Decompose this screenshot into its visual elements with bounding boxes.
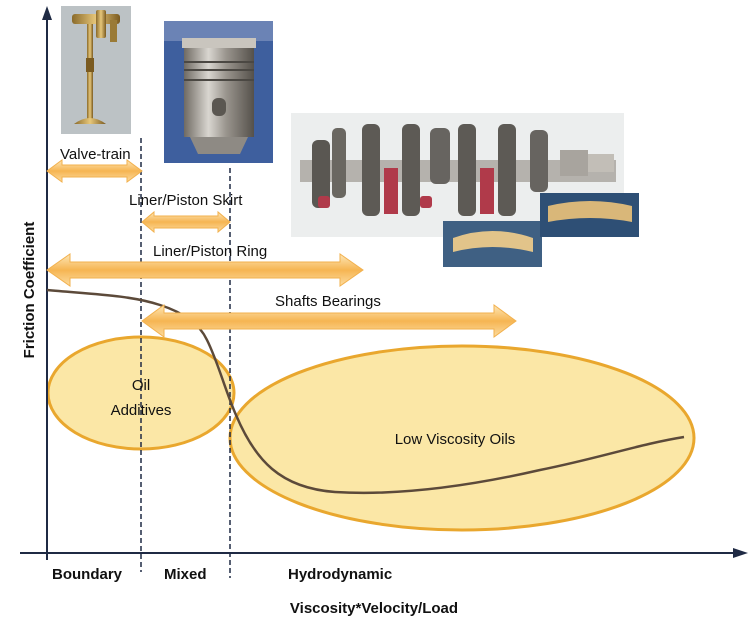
valve-train-photo [61, 6, 131, 134]
low-viscosity-oils-label: Low Viscosity Oils [395, 431, 516, 448]
liner-piston-ring-label: Liner/Piston Ring [153, 243, 267, 260]
regime-boundary-label: Boundary [52, 566, 123, 583]
low-viscosity-oils-ellipse [228, 344, 696, 532]
valve-train-label: Valve-train [60, 146, 131, 163]
regime-mixed-label: Mixed [164, 566, 207, 583]
stribeck-curve [46, 288, 685, 495]
valve-train-arrow [46, 159, 143, 183]
liner-piston-ring-arrow [46, 253, 364, 287]
shafts-bearings-arrow [141, 304, 517, 338]
y-axis-label: Friction Coefficient [21, 222, 38, 359]
oil-additives-label-line1: Oil [132, 377, 150, 394]
liner-piston-skirt-arrow [141, 210, 231, 234]
oil-additives-label-line2: Additives [111, 402, 172, 419]
x-axis-label: Viscosity*Velocity/Load [290, 600, 458, 617]
bearing-shells-photo [443, 193, 639, 267]
shafts-bearings-label: Shafts Bearings [275, 293, 381, 310]
x-axis-arrowhead [733, 548, 748, 558]
regime-hydrodynamic-label: Hydrodynamic [288, 566, 392, 583]
liner-piston-skirt-label: Liner/Piston Skirt [129, 192, 243, 209]
y-axis-arrowhead [42, 6, 52, 20]
piston-photo [164, 21, 273, 163]
crankshaft-photo [291, 113, 624, 237]
